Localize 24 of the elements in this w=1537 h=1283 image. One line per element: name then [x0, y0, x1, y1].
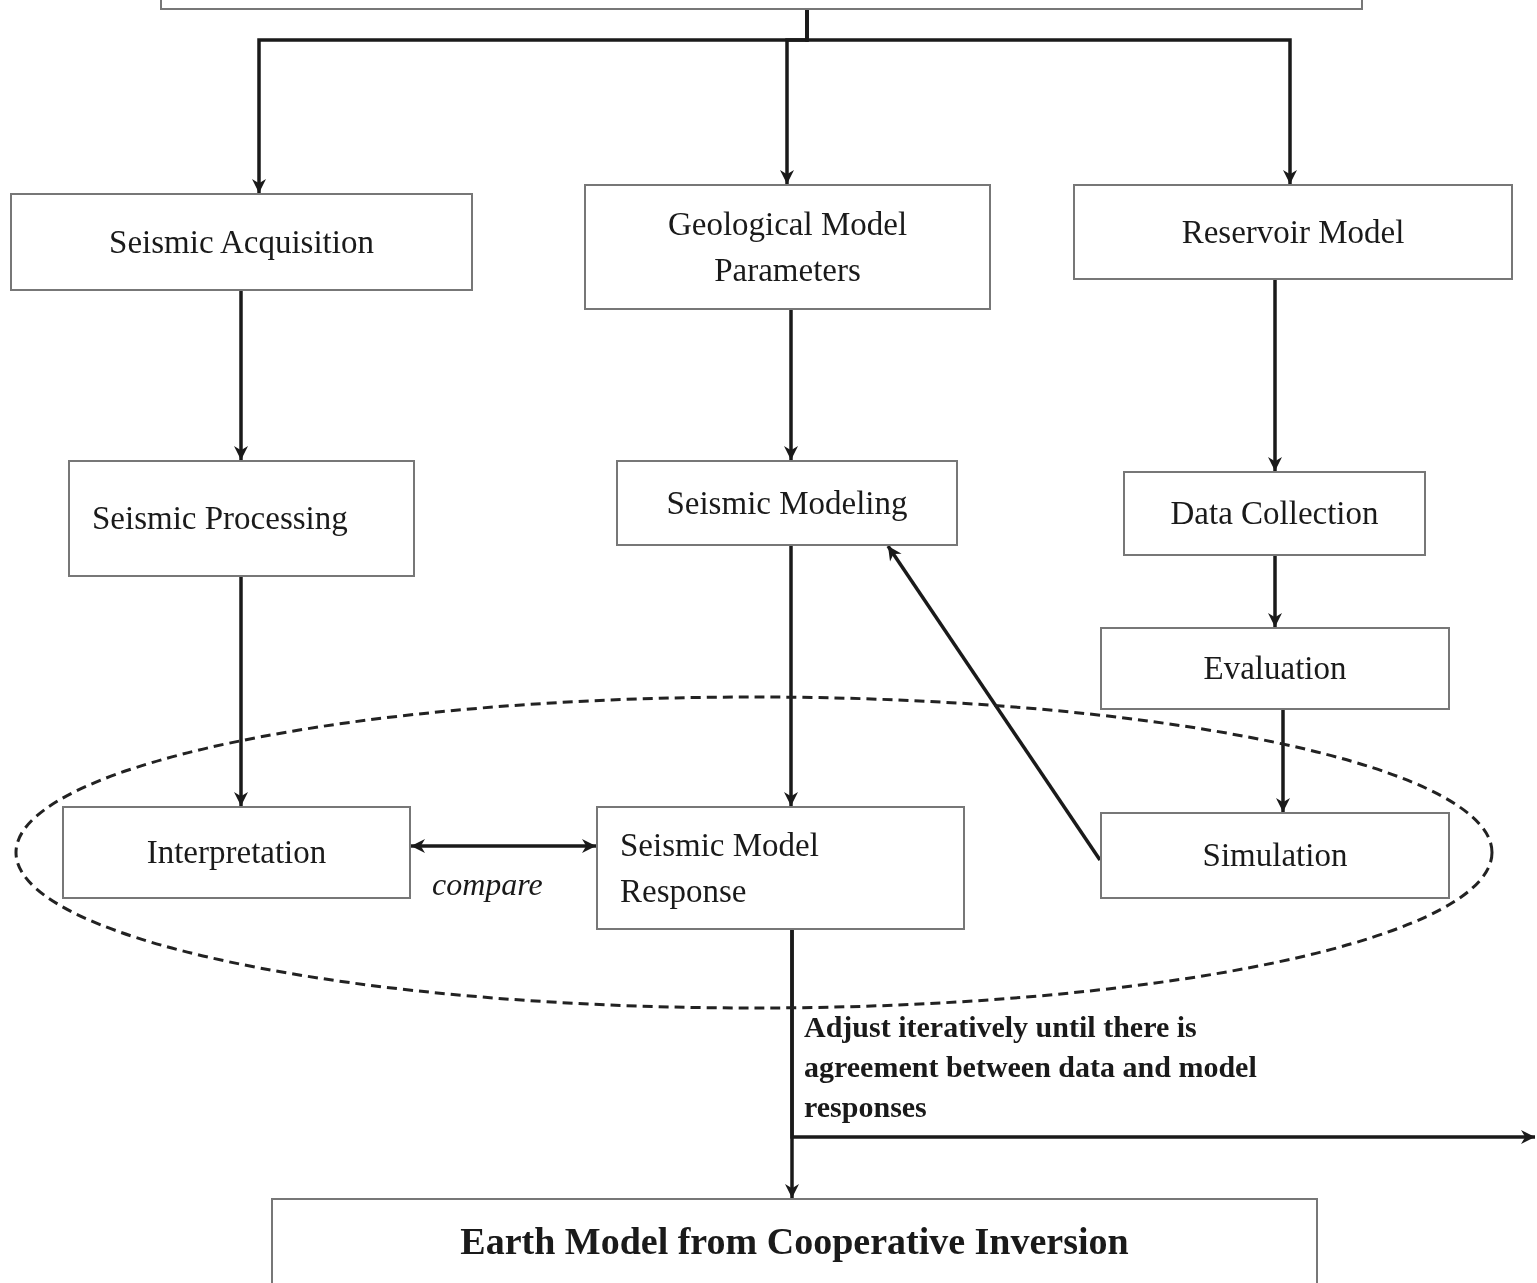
process-box: Geological Model Parameters: [584, 184, 991, 310]
note-text: Adjust iteratively until there is agreement between data and model responses: [804, 1009, 1258, 1125]
arrow: [234, 291, 248, 460]
double-arrow: [411, 839, 596, 853]
arrow: [886, 545, 1102, 861]
process-box: Interpretation: [62, 806, 411, 899]
arrow: [784, 310, 798, 460]
process-box: Data Collection: [1123, 471, 1426, 556]
process-box: Reservoir Model: [1073, 184, 1513, 280]
arrow: [1276, 710, 1290, 812]
arrow: [805, 10, 1297, 184]
process-box: Evaluation: [1100, 627, 1450, 710]
process-box: Seismic Model Response: [596, 806, 965, 930]
process-box: Earth Model from Cooperative Inversion: [271, 1198, 1318, 1283]
arrow: [1268, 556, 1282, 627]
process-box: Seismic Modeling: [616, 460, 958, 546]
arrow: [784, 546, 798, 806]
arrow: [790, 930, 1535, 1144]
process-box: Seismic Acquisition: [10, 193, 473, 291]
empty-box: [160, 0, 1363, 10]
process-box: Simulation: [1100, 812, 1450, 899]
arrow: [1268, 280, 1282, 471]
arrow: [234, 577, 248, 806]
process-box: Seismic Processing: [68, 460, 415, 577]
